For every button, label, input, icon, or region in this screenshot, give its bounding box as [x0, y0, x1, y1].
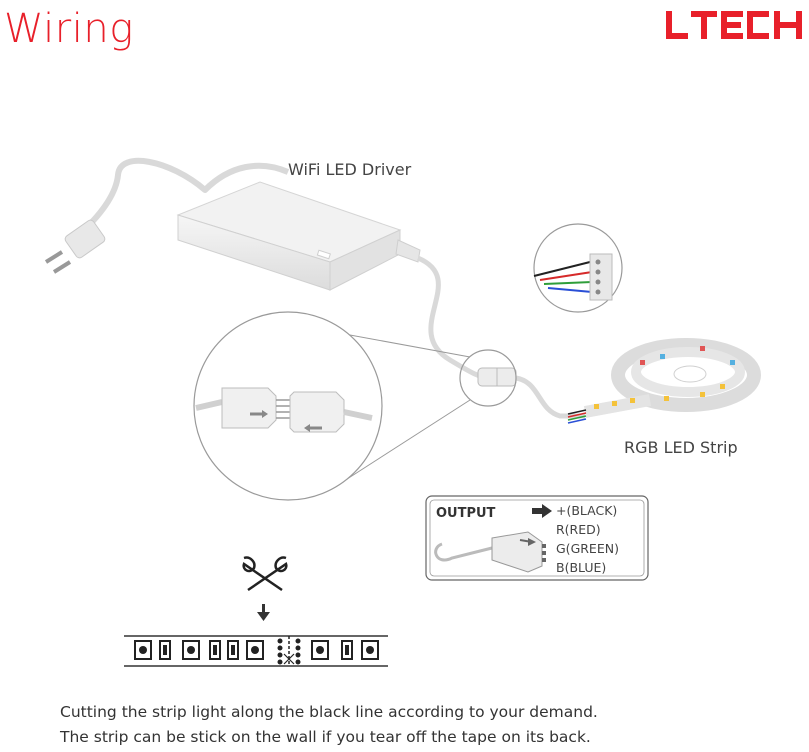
arrow-right-icon [532, 504, 552, 518]
instructions: Cutting the strip light along the black … [60, 700, 598, 750]
page-title: Wiring [4, 6, 134, 52]
rgb-led-strip-reel [567, 338, 761, 424]
pin-green: G(GREEN) [556, 541, 619, 556]
power-plug-icon [44, 219, 106, 274]
ac-cable [79, 157, 208, 235]
instruction-line-2: The strip can be stick on the wall if yo… [60, 728, 591, 746]
led-strip-segment [124, 635, 388, 667]
instruction-line-1: Cutting the strip light along the black … [60, 703, 598, 721]
wifi-led-driver [176, 181, 421, 291]
connector-zoom-circle [193, 311, 383, 501]
pin-red: R(RED) [556, 522, 601, 537]
arrow-down-icon [257, 604, 270, 621]
pin-black: +(BLACK) [556, 503, 618, 518]
inline-connector [477, 367, 517, 387]
pin-blue: B(BLUE) [556, 560, 607, 575]
output-pinout-box [425, 495, 649, 581]
output-cable [416, 255, 491, 381]
strip-label: RGB LED Strip [624, 438, 738, 457]
output-heading: OUTPUT [436, 506, 496, 521]
scissors-icon [242, 556, 288, 592]
ltech-logo [666, 11, 802, 39]
wire-terminal-circle [533, 223, 623, 313]
driver-label: WiFi LED Driver [288, 160, 412, 179]
